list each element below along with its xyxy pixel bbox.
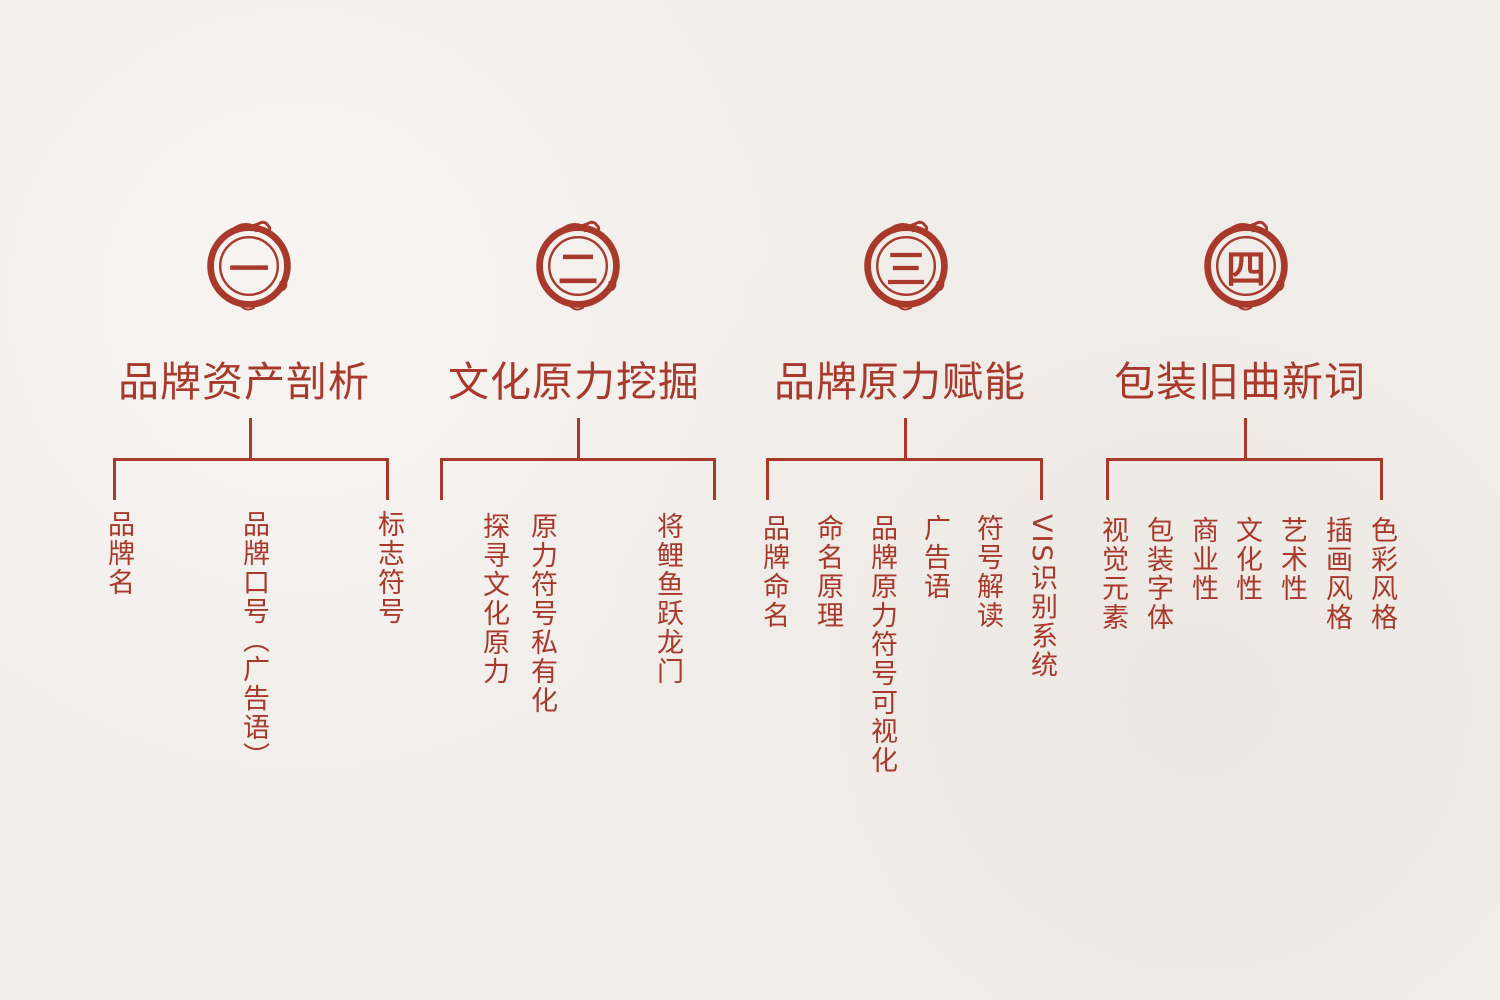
leaf-item: 品牌命名 — [758, 514, 789, 630]
bracket-right-drop — [1380, 458, 1383, 500]
numeral-emblem: 四 — [1198, 218, 1294, 314]
leaf-item: 将鲤鱼跃龙门 — [652, 512, 683, 686]
leaf-item: 文化性 — [1231, 516, 1262, 603]
section-title: 品牌原力赋能 — [774, 358, 1026, 406]
numeral-label: 四 — [1226, 246, 1266, 293]
bracket-left-drop — [113, 458, 116, 500]
bracket-bar — [1106, 458, 1383, 461]
leaf-item: 命名原理 — [812, 514, 843, 630]
bracket-stem — [904, 418, 907, 460]
leaf-item: VIS识别系统 — [1026, 514, 1057, 680]
leaf-item: 原力符号私有化 — [526, 512, 557, 715]
leaf-item: 色彩风格 — [1366, 516, 1397, 632]
numeral-emblem: 三 — [858, 218, 954, 314]
leaf-item: 品牌口号（广告语） — [238, 510, 269, 771]
bracket-right-drop — [386, 458, 389, 500]
leaf-item: 品牌原力符号可视化 — [866, 514, 897, 775]
leaf-item: 标志符号 — [373, 510, 404, 626]
bracket-right-drop — [1040, 458, 1043, 500]
bracket-bar — [440, 458, 716, 461]
leaf-item: 商业性 — [1187, 516, 1218, 603]
bracket-stem — [577, 418, 580, 460]
numeral-label: 二 — [558, 246, 598, 293]
bracket-stem — [1244, 418, 1247, 460]
section-title: 品牌资产剖析 — [118, 358, 370, 406]
bracket-left-drop — [766, 458, 769, 500]
leaf-item: 符号解读 — [972, 514, 1003, 630]
numeral-label: 一 — [229, 246, 269, 293]
bracket-bar — [113, 458, 389, 461]
bracket-left-drop — [1106, 458, 1109, 500]
numeral-emblem: 一 — [201, 218, 297, 314]
section-title: 包装旧曲新词 — [1114, 358, 1366, 406]
leaf-item: 插画风格 — [1321, 516, 1352, 632]
leaf-item: 包装字体 — [1142, 516, 1173, 632]
leaf-item: 艺术性 — [1276, 516, 1307, 603]
leaf-item: 视觉元素 — [1097, 516, 1128, 632]
leaf-item: 探寻文化原力 — [478, 512, 509, 686]
leaf-item: 品牌名 — [103, 510, 134, 597]
bracket-right-drop — [713, 458, 716, 500]
bracket-stem — [249, 418, 252, 460]
numeral-label: 三 — [886, 246, 926, 293]
numeral-emblem: 二 — [530, 218, 626, 314]
bracket-bar — [766, 458, 1043, 461]
leaf-item: 广告语 — [919, 514, 950, 601]
section-title: 文化原力挖掘 — [448, 358, 700, 406]
bracket-left-drop — [440, 458, 443, 500]
